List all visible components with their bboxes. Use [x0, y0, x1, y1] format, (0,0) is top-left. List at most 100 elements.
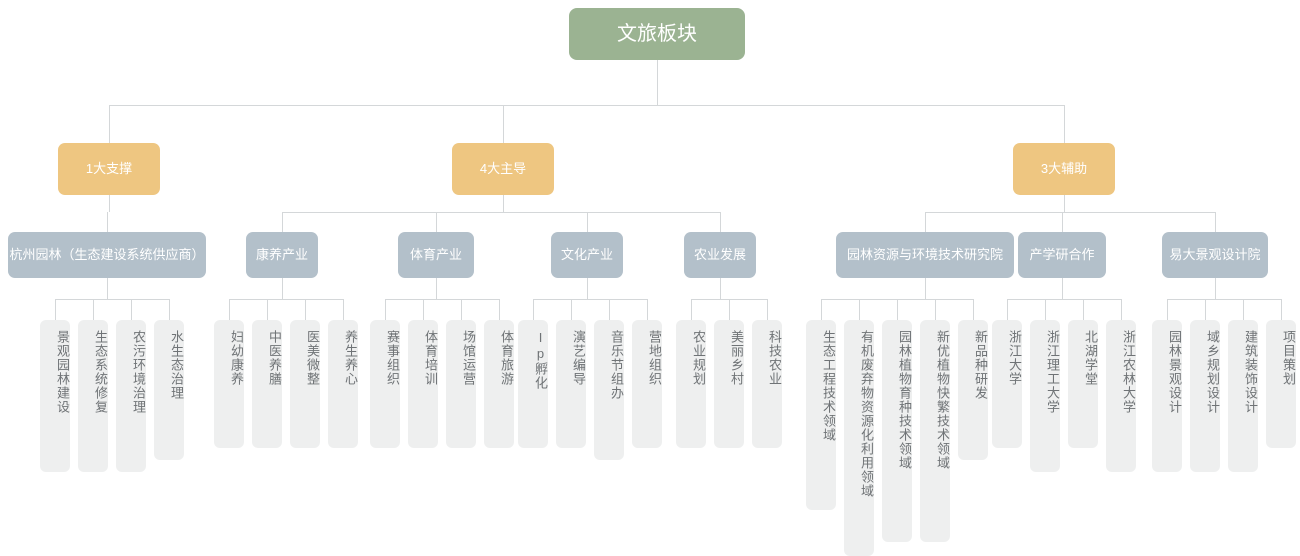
connector-leaf-drop [423, 299, 424, 320]
connector-leaf-drop [1281, 299, 1282, 320]
connector-category-drop [282, 278, 283, 299]
connector-level3-drop [1215, 212, 1216, 232]
connector-level2-drop [503, 105, 504, 143]
connector-leaf-drop [609, 299, 610, 320]
leaf-node-1-0-2[interactable]: 医美微整 [290, 320, 320, 448]
connector-branch-drop [1064, 195, 1065, 212]
connector-category-drop [925, 278, 926, 299]
connector-category-drop [720, 278, 721, 299]
category-node-1-3[interactable]: 农业发展 [684, 232, 756, 278]
root-node[interactable]: 文旅板块 [569, 8, 745, 60]
connector-leaf-bus [385, 299, 499, 300]
connector-category-drop [1215, 278, 1216, 299]
connector-level3-drop [107, 212, 108, 232]
connector-leaf-bus [1007, 299, 1121, 300]
connector-leaf-drop [93, 299, 94, 320]
leaf-node-2-1-0[interactable]: 浙江大学 [992, 320, 1022, 448]
connector-category-drop [587, 278, 588, 299]
category-node-2-0[interactable]: 园林资源与环境技术研究院 [836, 232, 1014, 278]
leaf-node-1-2-3[interactable]: 营地组织 [632, 320, 662, 448]
leaf-node-2-0-2[interactable]: 园林植物育种技术领域 [882, 320, 912, 542]
connector-level3-drop [720, 212, 721, 232]
leaf-node-2-1-1[interactable]: 浙江理工大学 [1030, 320, 1060, 472]
connector-leaf-drop [169, 299, 170, 320]
leaf-node-1-0-1[interactable]: 中医养膳 [252, 320, 282, 448]
leaf-node-2-2-3[interactable]: 项目策划 [1266, 320, 1296, 448]
branch-node-1[interactable]: 4大主导 [452, 143, 554, 195]
leaf-node-2-2-2[interactable]: 建筑装饰设计 [1228, 320, 1258, 472]
category-node-1-2[interactable]: 文化产业 [551, 232, 623, 278]
leaf-node-2-0-0[interactable]: 生态工程技术领域 [806, 320, 836, 510]
connector-leaf-drop [55, 299, 56, 320]
connector-leaf-drop [1205, 299, 1206, 320]
leaf-node-1-1-1[interactable]: 体育培训 [408, 320, 438, 448]
branch-node-2[interactable]: 3大辅助 [1013, 143, 1115, 195]
leaf-node-1-0-0[interactable]: 妇幼康养 [214, 320, 244, 448]
connector-level3-bus [925, 212, 1215, 213]
connector-leaf-drop [767, 299, 768, 320]
leaf-node-1-2-2[interactable]: 音乐节组办 [594, 320, 624, 460]
leaf-node-1-0-3[interactable]: 养生养心 [328, 320, 358, 448]
connector-level3-drop [436, 212, 437, 232]
category-node-2-2[interactable]: 易大景观设计院 [1162, 232, 1268, 278]
leaf-node-0-0-0[interactable]: 景观园林建设 [40, 320, 70, 472]
connector-leaf-drop [267, 299, 268, 320]
connector-leaf-drop [1083, 299, 1084, 320]
category-node-1-0[interactable]: 康养产业 [246, 232, 318, 278]
connector-leaf-drop [499, 299, 500, 320]
leaf-node-2-0-4[interactable]: 新品种研发 [958, 320, 988, 460]
connector-leaf-bus [55, 299, 169, 300]
leaf-node-0-0-1[interactable]: 生态系统修复 [78, 320, 108, 472]
connector-leaf-drop [859, 299, 860, 320]
connector-leaf-drop [729, 299, 730, 320]
connector-leaf-drop [533, 299, 534, 320]
leaf-node-1-3-2[interactable]: 科技农业 [752, 320, 782, 448]
connector-leaf-drop [821, 299, 822, 320]
connector-level2-drop [1064, 105, 1065, 143]
connector-leaf-drop [229, 299, 230, 320]
connector-level3-drop [925, 212, 926, 232]
connector-leaf-drop [461, 299, 462, 320]
connector-leaf-drop [935, 299, 936, 320]
connector-leaf-bus [229, 299, 343, 300]
category-node-1-1[interactable]: 体育产业 [398, 232, 474, 278]
leaf-node-1-2-0[interactable]: Ip孵化 [518, 320, 548, 448]
connector-leaf-bus [533, 299, 647, 300]
leaf-node-2-0-3[interactable]: 新优植物快繁技术领域 [920, 320, 950, 542]
connector-leaf-drop [973, 299, 974, 320]
leaf-node-1-1-0[interactable]: 赛事组织 [370, 320, 400, 448]
branch-node-0[interactable]: 1大支撑 [58, 143, 160, 195]
connector-level3-drop [282, 212, 283, 232]
leaf-node-2-1-2[interactable]: 北湖学堂 [1068, 320, 1098, 448]
connector-branch-drop [109, 195, 110, 212]
connector-leaf-drop [343, 299, 344, 320]
category-node-2-1[interactable]: 产学研合作 [1018, 232, 1106, 278]
connector-leaf-drop [1045, 299, 1046, 320]
leaf-node-1-1-2[interactable]: 场馆运营 [446, 320, 476, 448]
leaf-node-1-2-1[interactable]: 演艺编导 [556, 320, 586, 448]
connector-level3-bus [282, 212, 720, 213]
connector-leaf-drop [1167, 299, 1168, 320]
leaf-node-2-2-0[interactable]: 园林景观设计 [1152, 320, 1182, 472]
connector-branch-drop [503, 195, 504, 212]
leaf-node-1-3-1[interactable]: 美丽乡村 [714, 320, 744, 448]
leaf-node-0-0-3[interactable]: 水生态治理 [154, 320, 184, 460]
connector-leaf-drop [1007, 299, 1008, 320]
connector-leaf-drop [571, 299, 572, 320]
connector-leaf-bus [1167, 299, 1281, 300]
connector-leaf-drop [647, 299, 648, 320]
leaf-node-2-0-1[interactable]: 有机废弃物资源化利用领域 [844, 320, 874, 556]
leaf-node-2-1-3[interactable]: 浙江农林大学 [1106, 320, 1136, 472]
connector-root-drop [657, 60, 658, 105]
leaf-node-2-2-1[interactable]: 域乡规划设计 [1190, 320, 1220, 472]
org-chart-canvas: 文旅板块 1大支撑杭州园林（生态建设系统供应商） 景观园林建设生态系统修复农污环境治… [8, 8, 1296, 556]
leaf-node-1-3-0[interactable]: 农业规划 [676, 320, 706, 448]
connector-level2-bus [109, 105, 1064, 106]
leaf-node-0-0-2[interactable]: 农污环境治理 [116, 320, 146, 472]
connector-level2-drop [109, 105, 110, 143]
connector-category-drop [436, 278, 437, 299]
connector-leaf-drop [691, 299, 692, 320]
connector-level3-drop [587, 212, 588, 232]
leaf-node-1-1-3[interactable]: 体育旅游 [484, 320, 514, 448]
category-node-0-0[interactable]: 杭州园林（生态建设系统供应商） [8, 232, 206, 278]
